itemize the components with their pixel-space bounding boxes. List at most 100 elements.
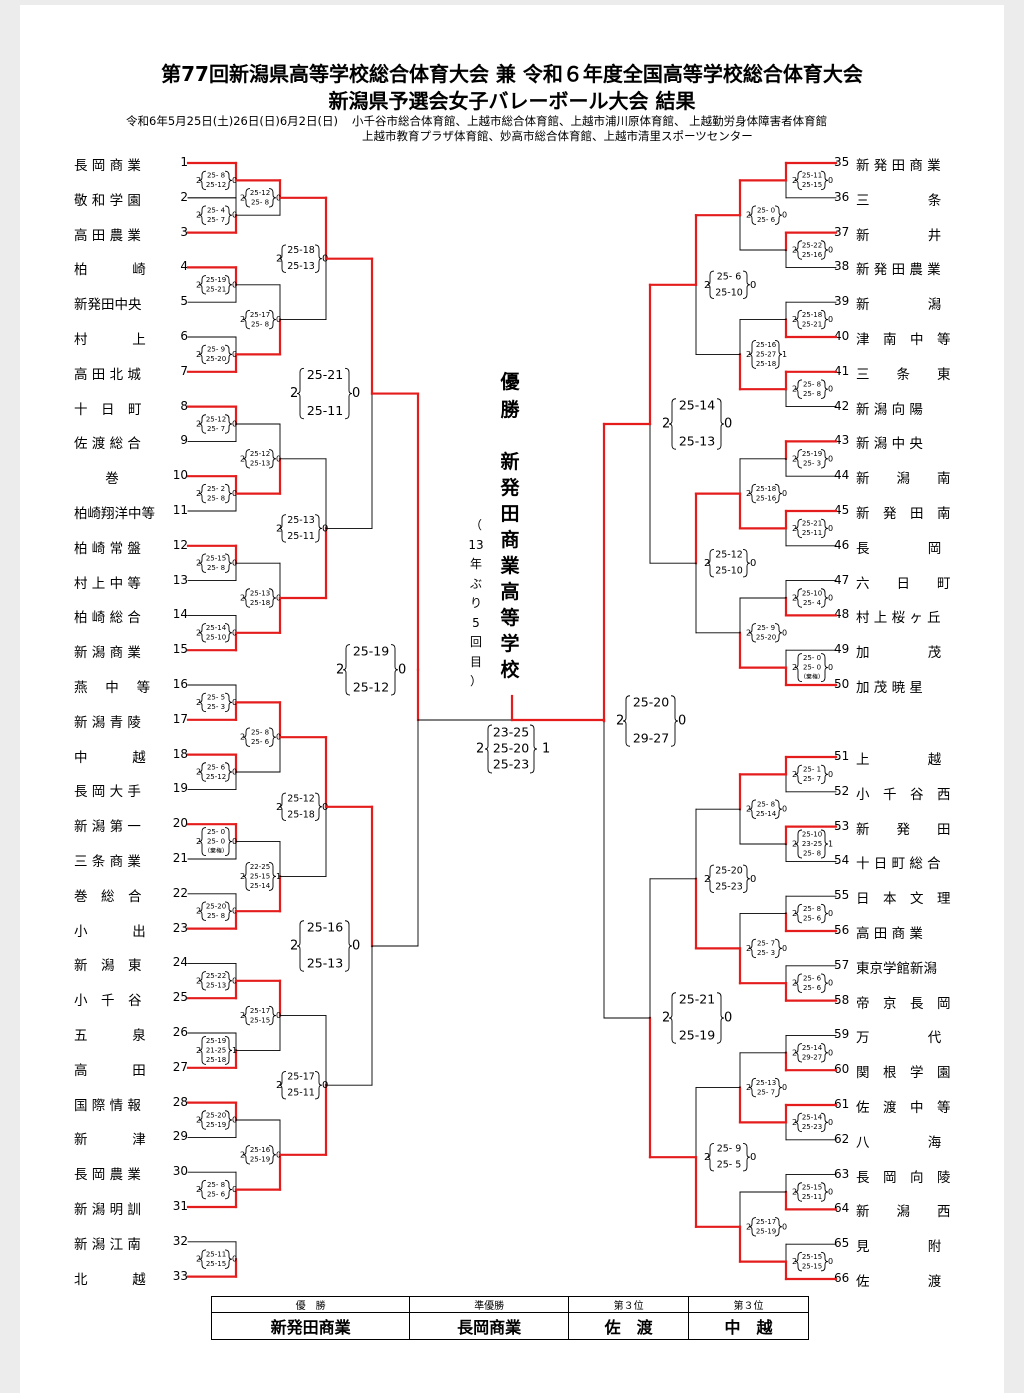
score-brace-open: [706, 549, 715, 578]
team-seed-number: 38: [834, 259, 850, 274]
score-brace-close: [224, 971, 233, 991]
set-score: 25-10: [802, 589, 822, 597]
sets-won: 2: [746, 1083, 751, 1092]
set-score: 25-12: [206, 773, 226, 781]
team-name-left: 新 潟 商 業: [74, 645, 141, 662]
champion-note: 13: [468, 537, 484, 552]
sets-lost: 1: [828, 840, 833, 849]
set-score: 25- 7: [207, 425, 225, 433]
team-seed-number: 5: [180, 294, 188, 309]
sets-lost: 0: [232, 559, 237, 568]
set-score: 25-14: [206, 624, 227, 632]
score-brace-close: [774, 339, 783, 369]
sets-won: 2: [792, 385, 797, 394]
score-brace-open: [198, 414, 207, 434]
team-seed-number: 22: [172, 885, 188, 900]
sets-won: 2: [196, 176, 201, 185]
score-brace-close: [344, 367, 353, 420]
team-name-left: 新 潟 江 南: [74, 1236, 141, 1253]
team-name-left: 高 田: [74, 1062, 146, 1079]
sets-won: 2: [662, 1011, 670, 1026]
sets-lost: 0: [232, 280, 237, 289]
sets-lost: 0: [352, 939, 360, 954]
set-score: 25-13: [250, 460, 270, 468]
champion-note: 目: [469, 654, 482, 669]
team-name-left: 中 越: [74, 749, 146, 766]
sets-won: 2: [792, 315, 797, 324]
champion-school-name: 業: [500, 555, 520, 577]
set-score: 25-14: [679, 398, 715, 413]
sets-lost: 0: [828, 246, 833, 255]
score-brace-close: [742, 1143, 751, 1172]
sets-won: 2: [792, 246, 797, 255]
sets-lost: 0: [232, 211, 237, 220]
team-name-left: 長 岡 大 手: [74, 784, 141, 801]
team-name-right: 長 岡 向 陵: [856, 1169, 951, 1186]
set-score: 25-18: [287, 245, 315, 256]
team-name-right: 新 発 田 南: [856, 506, 951, 522]
team-seed-number: 63: [834, 1166, 850, 1181]
sets-lost: 0: [232, 698, 237, 707]
score-brace-open: [706, 864, 715, 893]
team-name-right: 加 茂: [856, 645, 942, 662]
sets-lost: 0: [782, 1222, 787, 1231]
score-brace-close: [268, 727, 277, 747]
final-sets-lost: 1: [542, 742, 550, 757]
sets-lost: 0: [232, 176, 237, 185]
venue-list-line2: 上越市教育プラザ体育館、妙高市総合体育館、上越市清里スポーツセンター: [362, 129, 753, 143]
sets-lost: 0: [828, 1257, 833, 1266]
team-seed-number: 21: [172, 851, 188, 865]
team-name-left: 村 上 中 等: [74, 575, 141, 592]
team-seed-number: 59: [834, 1027, 850, 1042]
score-brace-open: [278, 792, 287, 821]
score-brace-close: [820, 1182, 829, 1202]
score-brace-close: [742, 864, 751, 893]
sets-won: 2: [196, 976, 201, 985]
sets-won: 2: [196, 1116, 201, 1125]
team-seed-number: 62: [834, 1131, 850, 1146]
set-score: 25-15: [250, 872, 270, 880]
set-score: 25-17: [250, 311, 270, 319]
set-score: 25- 8: [207, 494, 225, 502]
team-name-left: 十 日 町: [74, 401, 142, 418]
sets-won: 2: [290, 939, 298, 954]
team-seed-number: 2: [180, 189, 188, 204]
team-seed-number: 3: [180, 224, 188, 239]
sets-won: 2: [746, 350, 751, 359]
score-brace-open: [198, 170, 207, 191]
set-score: 25-11: [206, 1250, 226, 1258]
set-score: 25-15: [802, 1183, 822, 1191]
sets-won: 2: [276, 1080, 282, 1091]
sets-lost: 0: [750, 558, 756, 569]
page-title: 第77回新潟県高等学校総合体育大会 兼 令和６年度全国高等学校総合体育大会: [161, 62, 863, 86]
set-score: 25-15: [250, 1016, 270, 1024]
sets-won: 2: [196, 1046, 201, 1055]
sets-lost: 0: [828, 1188, 833, 1197]
team-name-left: 燕 中 等: [74, 680, 151, 696]
runner-up-school: 長岡商業: [409, 1312, 570, 1340]
team-seed-number: 26: [172, 1025, 188, 1039]
set-score: 25-16: [250, 1146, 271, 1154]
sets-won: 2: [240, 1150, 245, 1159]
champion-school-name: 田: [500, 503, 520, 525]
set-score: 25-12: [287, 793, 315, 804]
sets-lost: 0: [276, 193, 281, 202]
team-name-right: 新 発 田: [856, 821, 951, 838]
score-brace-open: [198, 1035, 207, 1065]
set-score: 25-12: [250, 450, 270, 458]
champion-school-name: 発: [500, 477, 520, 499]
score-brace-close: [820, 903, 829, 924]
set-score: 25- 8: [803, 380, 821, 388]
score-brace-close: [820, 1043, 829, 1063]
set-score: 25- 8: [803, 850, 821, 858]
sets-lost: 0: [322, 1080, 328, 1091]
score-brace-open: [198, 275, 207, 295]
sets-won: 2: [196, 350, 201, 359]
team-name-left: 佐 渡 総 合: [74, 436, 141, 453]
champion-note: 年: [469, 557, 482, 571]
sets-lost: 0: [750, 1152, 756, 1163]
set-score: 25-11: [287, 1088, 315, 1099]
score-brace-close: [268, 188, 277, 208]
score-brace-open: [242, 861, 251, 891]
